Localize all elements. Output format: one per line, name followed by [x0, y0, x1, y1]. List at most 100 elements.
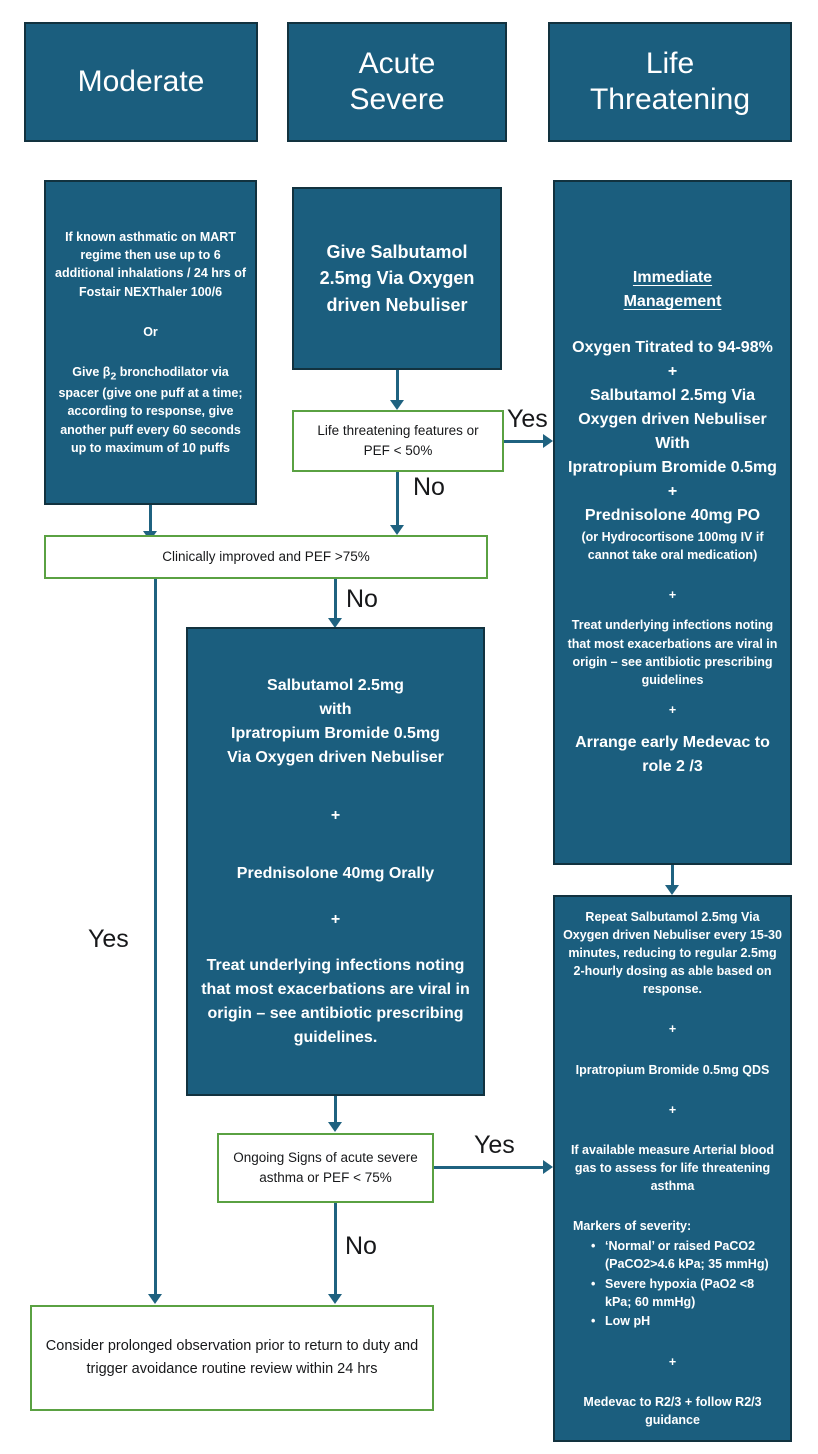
edge-label-life-threat-no: No: [413, 473, 445, 501]
decision-clinically-improved-text: Clinically improved and PEF >75%: [162, 548, 370, 564]
immediate-l1: Oxygen Titrated to 94-98%: [572, 339, 773, 356]
immediate-plus-3: +: [668, 588, 677, 603]
escalated-l5: Prednisolone 40mg Orally: [236, 864, 435, 882]
outcome-box: Consider prolonged observation prior to …: [30, 1305, 434, 1411]
ongoing-management-box: Repeat Salbutamol 2.5mg Via Oxygen drive…: [553, 895, 792, 1442]
ongoing-l4: Medevac to R2/3 + follow R2/3 guidance: [583, 1395, 762, 1428]
spacer: [563, 1119, 782, 1141]
immediate-plus-1: +: [667, 363, 678, 380]
edge-label-life-threat-yes: Yes: [507, 405, 548, 433]
edge-label-moderate-yes: Yes: [88, 925, 129, 953]
arrowhead-down: [328, 1122, 342, 1132]
arrowhead-down: [328, 1294, 342, 1304]
ongoing-plus-2: +: [668, 1102, 677, 1117]
ongoing-plus-3: +: [668, 1354, 677, 1369]
escalated-plus-2: +: [330, 910, 341, 928]
ongoing-plus-1: +: [668, 1022, 677, 1037]
immediate-plus-2: +: [667, 483, 678, 500]
immediate-l3: With: [655, 435, 690, 452]
arrowhead-right: [543, 1160, 553, 1174]
escalated-l2: with: [319, 700, 352, 718]
markers-list: ‘Normal’ or raised PaCO2 (PaCO2>4.6 kPa;…: [573, 1237, 776, 1330]
give-salbutamol-box: Give Salbutamol 2.5mg Via Oxygen driven …: [292, 187, 502, 370]
header-acute-severe-label-line2: Severe: [349, 83, 445, 116]
edge-label-ongoing-no: No: [345, 1232, 377, 1260]
edge-label-ongoing-yes: Yes: [474, 1131, 515, 1159]
spacer: [563, 998, 782, 1020]
spacer: [54, 341, 247, 363]
escalated-treatment-box: Salbutamol 2.5mg with Ipratropium Bromid…: [186, 627, 485, 1096]
arrowhead-right: [543, 434, 553, 448]
immediate-l7: Treat underlying infections noting that …: [567, 618, 778, 687]
spacer: [196, 932, 475, 954]
list-item: Low pH: [591, 1312, 776, 1330]
spacer: [563, 1039, 782, 1061]
header-life-threatening-label-line1: Life: [645, 47, 695, 80]
immediate-management-box: Immediate Management Oxygen Titrated to …: [553, 180, 792, 865]
connector-decision-no-to-clinically-improved: [396, 472, 399, 530]
spacer: [563, 1079, 782, 1101]
arrowhead-down: [328, 618, 342, 628]
moderate-treatment-p3-post: bronchodilator via spacer (give one puff…: [58, 364, 243, 455]
escalated-plus-1: +: [330, 806, 341, 824]
spacer: [196, 770, 475, 804]
connector-clinically-improved-yes-to-outcome: [154, 579, 157, 1299]
immediate-plus-4: +: [668, 702, 677, 717]
connector-moderate-to-clinically-improved: [149, 505, 152, 536]
connector-salbutamol-to-decision: [396, 370, 399, 405]
markers-of-severity: Markers of severity: ‘Normal’ or raised …: [563, 1217, 782, 1330]
moderate-treatment-p1: If known asthmatic on MART regime then u…: [55, 230, 246, 299]
connector-escalated-to-ongoing-decision: [334, 1096, 337, 1128]
ongoing-l3: If available measure Arterial blood gas …: [570, 1142, 775, 1193]
moderate-treatment-p2: Or: [143, 324, 158, 339]
header-box-acute-severe: Acute Severe: [287, 22, 507, 142]
spacer: [563, 564, 782, 586]
spacer: [563, 604, 782, 616]
decision-ongoing-signs[interactable]: Ongoing Signs of acute severe asthma or …: [217, 1133, 434, 1203]
spacer: [196, 828, 475, 862]
markers-title: Markers of severity:: [573, 1219, 692, 1234]
spacer: [563, 719, 782, 731]
immediate-l8: Arrange early Medevac to role 2 /3: [575, 734, 770, 775]
outcome-text: Consider prolonged observation prior to …: [45, 1337, 419, 1377]
arrowhead-down: [390, 400, 404, 410]
decision-clinically-improved[interactable]: Clinically improved and PEF >75%: [44, 535, 488, 579]
header-moderate-label: Moderate: [77, 65, 205, 98]
ongoing-l2: Ipratropium Bromide 0.5mg QDS: [575, 1062, 770, 1077]
connector-immediate-to-ongoing-management: [671, 865, 674, 890]
connector-clinically-improved-no-to-escalated: [334, 579, 337, 624]
decision-ongoing-signs-text: Ongoing Signs of acute severe asthma or …: [233, 1149, 418, 1185]
escalated-l6: Treat underlying infections noting that …: [201, 956, 470, 1046]
immediate-management-heading-line2: Management: [623, 293, 722, 310]
immediate-l4: Ipratropium Bromide 0.5mg: [568, 459, 777, 476]
immediate-management-heading-line1: Immediate: [632, 269, 713, 286]
header-box-moderate: Moderate: [24, 22, 258, 142]
ongoing-l1: Repeat Salbutamol 2.5mg Via Oxygen drive…: [563, 909, 782, 997]
spacer: [563, 1331, 782, 1353]
decision-life-threatening-features[interactable]: Life threatening features or PEF < 50%: [292, 410, 504, 472]
header-life-threatening-label-line2: Threatening: [589, 83, 751, 116]
arrowhead-down: [148, 1294, 162, 1304]
list-item: Severe hypoxia (PaO2 <8 kPa; 60 mmHg): [591, 1275, 776, 1311]
arrowhead-down: [665, 885, 679, 895]
header-box-life-threatening: Life Threatening: [548, 22, 792, 142]
moderate-treatment-box: If known asthmatic on MART regime then u…: [44, 180, 257, 505]
spacer: [563, 689, 782, 701]
moderate-treatment-p3: Give β2 bronchodilator via spacer (give …: [54, 363, 247, 457]
header-acute-severe-label-line1: Acute: [358, 47, 436, 80]
arrowhead-down: [390, 525, 404, 535]
spacer: [563, 1371, 782, 1393]
moderate-treatment-p3-pre: Give β: [72, 364, 111, 379]
escalated-l3: Ipratropium Bromide 0.5mg: [231, 724, 440, 742]
decision-life-threatening-text: Life threatening features or PEF < 50%: [317, 422, 479, 458]
moderate-treatment-p3-sub: 2: [110, 371, 117, 383]
spacer: [54, 301, 247, 323]
immediate-l6: (or Hydrocortisone 100mg IV if cannot ta…: [581, 530, 764, 563]
give-salbutamol-text: Give Salbutamol 2.5mg Via Oxygen driven …: [319, 241, 475, 315]
connector-ongoing-no-to-outcome: [334, 1203, 337, 1299]
connector-ongoing-yes-to-ongoing-management: [434, 1166, 548, 1169]
list-item: ‘Normal’ or raised PaCO2 (PaCO2>4.6 kPa;…: [591, 1237, 776, 1273]
escalated-l1: Salbutamol 2.5mg: [267, 676, 404, 694]
immediate-l5: Prednisolone 40mg PO: [584, 507, 761, 524]
spacer: [196, 886, 475, 908]
